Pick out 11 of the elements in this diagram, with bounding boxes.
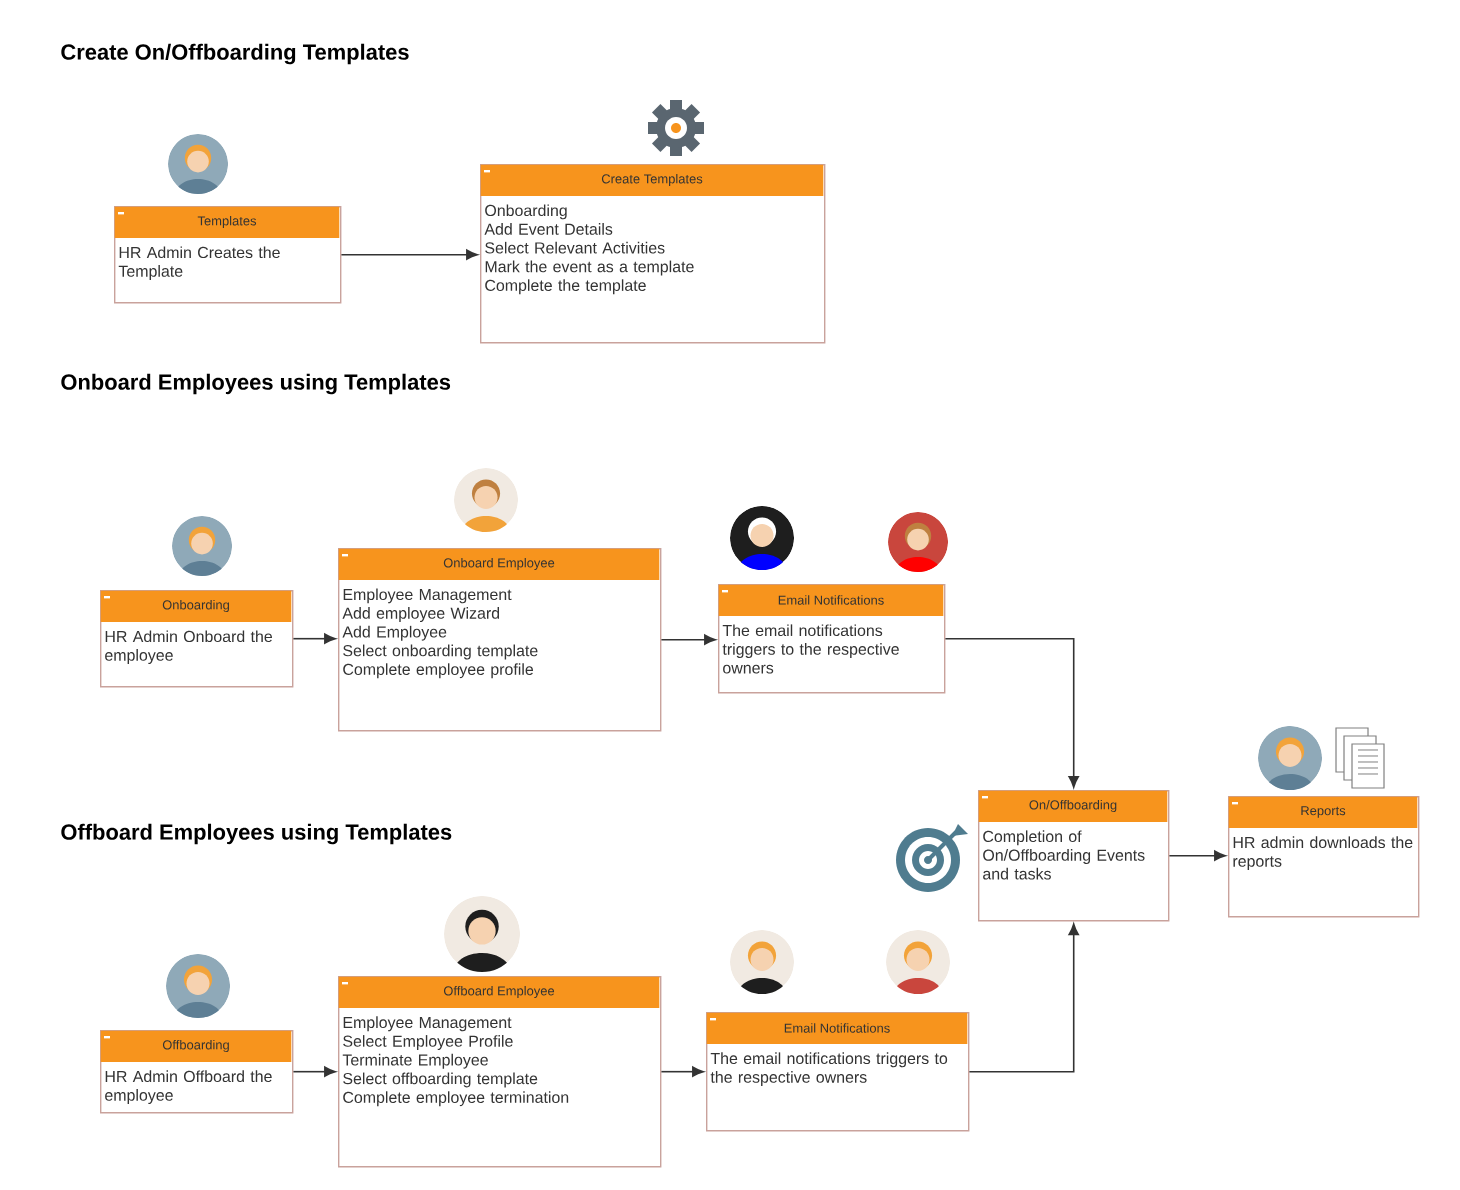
section-heading: Offboard Employees using Templates [61, 823, 452, 845]
arrow [340, 249, 478, 260]
arrow [660, 634, 716, 645]
arrow [660, 1066, 704, 1077]
arrow [968, 923, 1079, 1073]
section-heading: Create On/Offboarding Templates [61, 43, 409, 65]
section-heading: Onboard Employees using Templates [61, 373, 451, 395]
arrow [292, 633, 336, 644]
arrow [292, 1066, 336, 1077]
arrow [944, 637, 1079, 788]
arrow [1168, 850, 1226, 861]
